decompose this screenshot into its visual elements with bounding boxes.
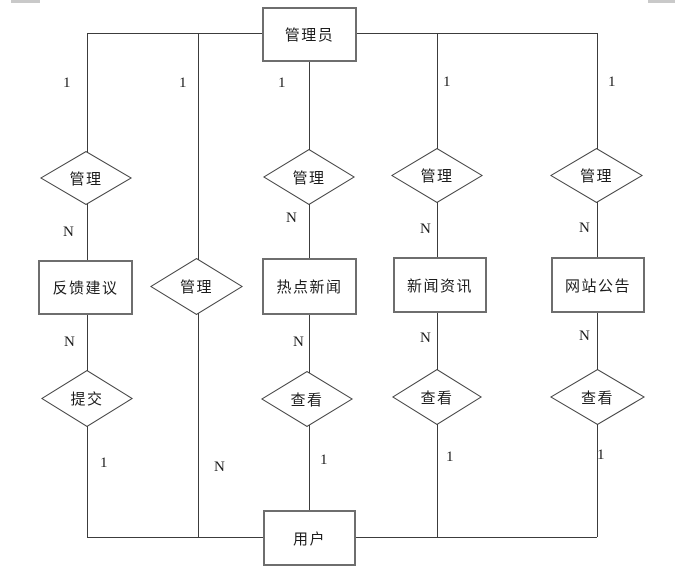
relation-view-news-info: 查看 <box>392 369 482 425</box>
relation-label: 查看 <box>290 392 324 409</box>
entity-user: 用户 <box>263 510 356 566</box>
cardinality-label-col1-top: 1 <box>63 75 71 91</box>
cardinality-label-col4-top: 1 <box>443 74 451 90</box>
relation-label: 提交 <box>70 392 104 408</box>
entity-site-notice: 网站公告 <box>551 257 645 313</box>
relation-manage-feedback: 管理 <box>40 151 132 205</box>
scrollbar-artifact-right <box>648 0 675 3</box>
cardinality-label-col5-top: 1 <box>608 74 616 90</box>
relation-submit-feedback: 提交 <box>41 370 133 427</box>
cardinality-label-col3-upper-n: N <box>286 210 297 226</box>
relation-label: 查看 <box>420 390 454 407</box>
relation-manage-news-info: 管理 <box>391 148 483 203</box>
diamond-shape-icon <box>263 149 355 205</box>
entity-admin: 管理员 <box>262 7 357 62</box>
diamond-shape-icon <box>550 148 643 203</box>
cardinality-label-col1-lower-n: N <box>64 334 75 350</box>
cardinality-label-col5-upper-n: N <box>579 220 590 236</box>
relation-manage-hot-news: 管理 <box>263 149 355 205</box>
cardinality-label-col4-upper-n: N <box>420 221 431 237</box>
cardinality-label-col3-lower-n: N <box>293 334 304 350</box>
relation-manage-user: 管理 <box>150 258 243 315</box>
diamond-shape-icon <box>150 258 243 315</box>
entity-feedback: 反馈建议 <box>38 260 133 315</box>
relation-label: 管理 <box>579 169 613 185</box>
cardinality-label-col4-bottom: 1 <box>446 449 454 465</box>
diamond-shape-icon <box>391 148 483 203</box>
cardinality-label-col5-bottom: 1 <box>597 447 605 463</box>
relation-manage-site-notice: 管理 <box>550 148 643 203</box>
scrollbar-artifact-left <box>11 0 40 3</box>
cardinality-label-col2-top: 1 <box>179 75 187 91</box>
relation-view-site-notice: 查看 <box>550 369 645 425</box>
diamond-shape-icon <box>40 151 132 205</box>
relation-label: 管理 <box>179 280 213 296</box>
cardinality-label-col3-top: 1 <box>278 75 286 91</box>
entity-hot-news: 热点新闻 <box>262 258 357 315</box>
relation-view-hot-news: 查看 <box>261 371 353 427</box>
diamond-shape-icon <box>392 369 482 425</box>
diamond-shape-icon <box>550 369 645 425</box>
diamond-shape-icon <box>261 371 353 427</box>
cardinality-label-col5-lower-n: N <box>579 328 590 344</box>
relation-label: 管理 <box>420 169 454 185</box>
cardinality-label-col2-lower-n: N <box>214 459 225 475</box>
cardinality-label-col3-bottom: 1 <box>320 452 328 468</box>
entity-news-info: 新闻资讯 <box>393 257 487 313</box>
diamond-shape-icon <box>41 370 133 427</box>
relation-label: 管理 <box>292 170 326 187</box>
cardinality-label-col4-lower-n: N <box>420 330 431 346</box>
cardinality-label-col1-bottom: 1 <box>100 455 108 471</box>
relation-label: 管理 <box>69 171 103 188</box>
relation-label: 查看 <box>580 390 614 407</box>
cardinality-label-col1-upper-n: N <box>63 224 74 240</box>
